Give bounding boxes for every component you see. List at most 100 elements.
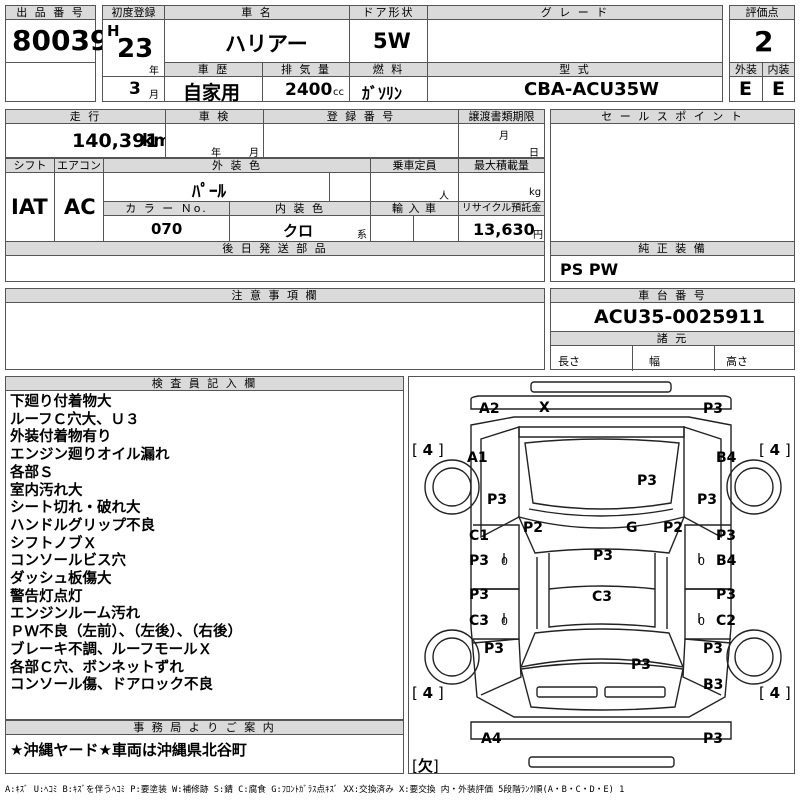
- aircon: AC: [64, 195, 96, 219]
- model-label: 型 式: [427, 62, 723, 77]
- color-number: 070: [151, 220, 183, 238]
- aircon-cell: AC: [54, 172, 104, 242]
- fuel: ｶﾞｿﾘﾝ: [362, 84, 403, 103]
- car-name: ハリアー: [225, 32, 308, 56]
- displacement-cell: 2400 cc: [262, 76, 350, 102]
- interior-label: 内装: [762, 62, 795, 77]
- missing-spare-tire: [欠]: [412, 757, 439, 775]
- genuine-equipment-label: 純 正 装 備: [550, 241, 795, 256]
- inspector-remark-line: ハンドルグリップ不良: [10, 517, 155, 534]
- mileage-unit: km: [142, 131, 172, 151]
- lot-number-cell: 80039: [5, 19, 109, 63]
- later-parts-label: 後 日 発 送 部 品: [5, 241, 545, 256]
- transfer-day-unit: 日: [529, 148, 539, 159]
- chassis-cell: ACU35-0025911: [550, 302, 795, 332]
- specs-cell: 長さ 幅 高さ: [550, 345, 795, 371]
- width-label: 幅: [649, 355, 660, 368]
- mark-left-front-door-upper: C1: [469, 528, 490, 544]
- inspector-remark-line: ルーフＣ穴大、Ｕ３: [10, 411, 140, 428]
- interior-color-label: 内 装 色: [229, 201, 371, 216]
- mark-left-front-door: P3: [469, 553, 490, 569]
- car-name-cell: ハリアー: [164, 19, 350, 63]
- capacity-label: 乗車定員: [370, 158, 459, 173]
- genuine-equipment: PS PW: [560, 260, 619, 279]
- mark-left-rear-door: P3: [469, 587, 490, 603]
- interior-color: クロ: [283, 222, 314, 240]
- lot-number: 80039: [12, 24, 110, 57]
- inspector-remark-line: 各部Ｓ: [10, 464, 54, 481]
- evaluation-score: 2: [754, 25, 774, 58]
- exterior-color: ﾊﾟｰﾙ: [192, 182, 226, 202]
- mark-left-front-door-zero: 0: [501, 555, 508, 568]
- mark-right-rear-door: P3: [716, 587, 737, 603]
- transfer-month-unit: 月: [499, 131, 509, 142]
- first-reg-cell: H 23 年: [102, 19, 165, 77]
- mark-right-fender-lower: P3: [697, 492, 718, 508]
- interior-color-unit: 系: [357, 230, 367, 241]
- inspector-remark-line: 室内汚れ大: [10, 482, 83, 499]
- office-note: ★沖縄ヤード★車両は沖縄県北谷町: [10, 741, 247, 759]
- mileage: 140,391: [72, 130, 159, 152]
- inspector-remark-line: エンジンルーム汚れ: [10, 606, 141, 623]
- recycle-cell: 13,630 円: [458, 215, 545, 242]
- reg-month-cell: 3 月: [102, 76, 165, 102]
- door-label: ドア形状: [349, 5, 428, 20]
- mileage-label: 走 行: [5, 109, 166, 124]
- tire-front-right-tread: [ 4 ]: [759, 441, 791, 459]
- first-reg-label: 初度登録: [102, 5, 165, 20]
- registration-cell: [263, 123, 459, 158]
- exterior-cell: E: [729, 76, 763, 102]
- mark-left-rear-door-zero: 0: [501, 615, 508, 628]
- notes-label: 注 意 事 項 欄: [5, 288, 545, 303]
- mark-rear-bumper-left: A4: [481, 731, 502, 747]
- chassis-label: 車 台 番 号: [550, 288, 795, 303]
- mark-roof: P3: [593, 548, 614, 564]
- vehicle-history: 自家用: [183, 82, 241, 104]
- displacement-unit: cc: [333, 87, 344, 98]
- year-unit: 年: [149, 66, 159, 77]
- fuel-cell: ｶﾞｿﾘﾝ: [349, 76, 428, 103]
- sales-point-cell: [550, 123, 795, 242]
- exterior-color-label: 外 装 色: [103, 158, 371, 173]
- shift: IAT: [11, 195, 48, 219]
- recycle-label: リサイクル預託金: [458, 201, 545, 216]
- genuine-equipment-cell: PS PW: [550, 255, 795, 282]
- inspector-remark-line: ダッシュ板傷大: [10, 571, 112, 588]
- mark-left-rear-door-lower: C3: [469, 613, 490, 629]
- shift-label: シフト: [5, 158, 55, 173]
- car-diagram-frame: [ 4 ] [ 4 ] [ 4 ] [ 4 ] A2 X P3 A1 B4 P3…: [408, 376, 795, 775]
- color-number-label: カ ラ ー Ｎo.: [103, 201, 230, 216]
- mark-rear-bumper-right: P3: [703, 731, 724, 747]
- capacity-cell: 人: [370, 172, 459, 202]
- specs-label: 諸 元: [550, 331, 795, 346]
- legend: A:ｷｽﾞ U:ﾍｺﾐ B:ｷｽﾞを伴うﾍｺﾐ P:要塗装 W:補修跡 S:錆 …: [5, 785, 625, 795]
- mark-right-front-door: P3: [716, 528, 737, 544]
- history-label: 車 歴: [164, 62, 263, 77]
- office-note-label: 事 務 局 よ り ご 案 内: [5, 720, 404, 735]
- mark-right-quarter-lower: B3: [703, 677, 724, 693]
- inspection-label: 車 検: [165, 109, 264, 124]
- mark-windshield: G: [626, 520, 638, 536]
- mark-right-pillar: P2: [663, 520, 684, 536]
- later-parts-cell: [5, 255, 545, 282]
- aircon-label: エアコン: [54, 158, 104, 173]
- capacity-unit: 人: [439, 191, 449, 202]
- car-diagram-outline: [424, 381, 782, 768]
- mark-right-rear-door-zero: 0: [698, 615, 705, 628]
- car-name-label: 車 名: [164, 5, 350, 20]
- mark-right-rear-door-lower: C2: [716, 613, 737, 629]
- inspector-remarks-label: 検 査 員 記 入 欄: [5, 376, 404, 391]
- max-load-label: 最大積載量: [458, 158, 545, 173]
- inspector-remark-line: 下廻り付着物大: [10, 394, 112, 410]
- inspector-remark-line: 各部Ｃ穴、ボンネットずれ: [10, 659, 184, 676]
- height-label: 高さ: [726, 355, 748, 368]
- displacement-label: 排 気 量: [262, 62, 350, 77]
- mark-front-bumper-left: A2: [479, 401, 500, 417]
- mark-left-fender-lower: P3: [487, 492, 508, 508]
- interior-color-cell: クロ 系: [229, 215, 371, 242]
- score-label: 評価点: [729, 5, 795, 20]
- mark-hood: P3: [637, 473, 658, 489]
- interior-grade: E: [772, 78, 785, 100]
- import-cell: [370, 215, 459, 243]
- lot-number-blank: [5, 62, 96, 102]
